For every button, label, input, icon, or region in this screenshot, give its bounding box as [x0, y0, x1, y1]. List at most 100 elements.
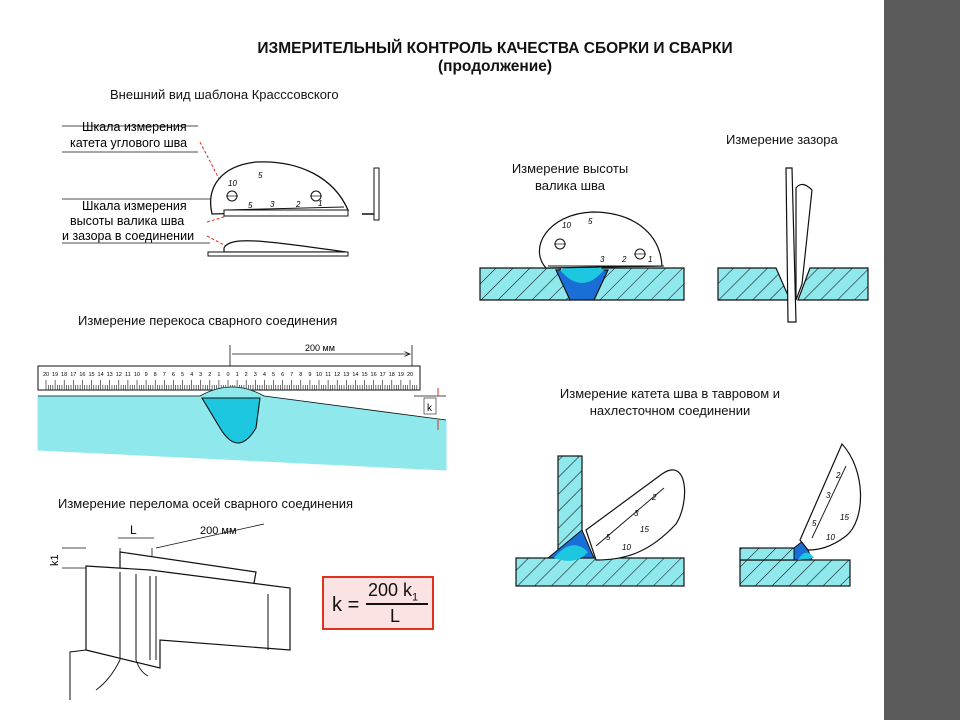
right-sidebar	[884, 0, 960, 720]
caption-bead-height-l1: Измерение высоты	[511, 161, 629, 176]
svg-text:1: 1	[648, 255, 652, 264]
ruler-tick-label: 10	[316, 372, 322, 378]
skew-weld	[201, 397, 261, 444]
leg-figure: 5 3 2 10 15 5 3 2 10 15	[515, 442, 862, 587]
page-title: ИЗМЕРИТЕЛЬНЫЙ КОНТРОЛЬ КАЧЕСТВА СБОРКИ И…	[150, 40, 840, 76]
ruler-tick-label: 7	[290, 372, 293, 378]
ruler-tick-label: 16	[371, 372, 377, 378]
svg-text:10: 10	[228, 179, 237, 188]
ruler-tick-label: 4	[263, 372, 266, 378]
ruler-tick-label: 16	[79, 372, 85, 378]
formula-box: k = 200 k1 L	[322, 576, 434, 630]
ruler-tick-label: 3	[254, 372, 257, 378]
ruler-tick-label: 1	[236, 372, 239, 378]
formula-numerator: 200 k1	[368, 580, 419, 604]
ruler-tick-label: 19	[398, 372, 404, 378]
caption-gap-measure: Измерение зазора	[726, 132, 838, 147]
ruler-tick-label: 15	[88, 372, 94, 378]
ruler-tick-label: 12	[334, 372, 340, 378]
svg-text:3: 3	[826, 491, 831, 500]
ruler-tick-label: 10	[134, 372, 140, 378]
svg-text:5: 5	[606, 533, 611, 542]
title-line-2: (продолжение)	[437, 58, 553, 75]
ruler-tick-label: 9	[145, 372, 148, 378]
svg-text:10: 10	[826, 533, 835, 542]
ruler-tick-label: 6	[281, 372, 284, 378]
gauge-on-bead	[538, 211, 663, 269]
ruler-tick-label: 11	[125, 372, 131, 378]
ruler-tick-label: 17	[70, 372, 76, 378]
svg-text:5: 5	[812, 519, 817, 528]
svg-text:2: 2	[651, 493, 657, 502]
bead-height-figure: 10 5 3 2 1	[479, 211, 685, 301]
caption-leg-l1: Измерение катета шва в тавровом и	[559, 386, 781, 401]
ruler-tick-label: 5	[181, 372, 184, 378]
ruler-tick-label: 14	[352, 372, 358, 378]
svg-text:3: 3	[634, 509, 639, 518]
template-view: Шкала измерения катета углового шва Шкал…	[62, 120, 380, 257]
svg-text:5: 5	[258, 171, 263, 180]
ruler-tick-label: 2	[208, 372, 211, 378]
ruler-tick-label: 18	[389, 372, 395, 378]
dim-200-skew: 200 мм	[305, 343, 335, 353]
ruler-tick-label: 1	[217, 372, 220, 378]
ruler-tick-label: 11	[325, 372, 331, 378]
caption-bead-height: Измерение высоты валика шва	[480, 160, 660, 194]
svg-text:1: 1	[318, 199, 322, 208]
ruler-tick-label: 2	[245, 372, 248, 378]
dim-200-break: 200 мм	[200, 525, 237, 537]
ruler-tick-label: 18	[61, 372, 67, 378]
formula-lhs: k =	[332, 594, 360, 616]
gap-figure	[717, 167, 869, 323]
ruler-tick-label: 4	[190, 372, 193, 378]
caption-bead-height-l2: валика шва	[534, 178, 606, 193]
steel-ruler	[37, 365, 421, 391]
svg-text:2: 2	[295, 200, 301, 209]
ruler-tick-label: 20	[43, 372, 49, 378]
label-k-skew: k	[427, 403, 433, 414]
svg-text:2: 2	[621, 255, 627, 264]
ruler-tick-label: 17	[380, 372, 386, 378]
caption-leg-l2: нахлесточном соединении	[589, 403, 751, 418]
ruler-tick-label: 13	[343, 372, 349, 378]
formula-fraction-bar	[366, 603, 428, 605]
svg-text:5: 5	[588, 217, 593, 226]
svg-text:3: 3	[600, 255, 605, 264]
svg-text:3: 3	[270, 200, 275, 209]
ruler-tick-label: 7	[163, 372, 166, 378]
svg-text:15: 15	[840, 513, 849, 522]
label-bead-scale-l3: и зазора в соединении	[62, 229, 194, 243]
ruler-tick-label: 5	[272, 372, 275, 378]
ruler-tick-label: 15	[361, 372, 367, 378]
ruler-tick-label: 6	[172, 372, 175, 378]
svg-text:2: 2	[835, 471, 841, 480]
ruler-tick-label: 8	[299, 372, 302, 378]
svg-text:10: 10	[562, 221, 571, 230]
caption-template-view: Внешний вид шаблона Красссовского	[110, 87, 339, 102]
svg-text:15: 15	[640, 525, 649, 534]
caption-leg: Измерение катета шва в тавровом и нахлес…	[530, 385, 810, 419]
label-L: L	[130, 523, 137, 537]
label-fillet-scale-l1: Шкала измерения	[82, 120, 187, 134]
ruler-tick-label: 12	[116, 372, 122, 378]
gauge-lap	[799, 442, 862, 551]
svg-text:10: 10	[622, 543, 631, 552]
gauge-tee	[585, 469, 686, 561]
label-bead-scale-l2: высоты валика шва	[70, 214, 184, 228]
ruler-tick-label: 8	[154, 372, 157, 378]
ruler-tick-label: 9	[308, 372, 311, 378]
ruler-tick-label: 0	[226, 372, 229, 378]
label-bead-scale-l1: Шкала измерения	[82, 199, 187, 213]
gap-probe	[785, 167, 797, 323]
ruler-tick-label: 14	[98, 372, 104, 378]
svg-text:5: 5	[248, 201, 253, 210]
ruler-tick-label: 20	[407, 372, 413, 378]
label-k1: k1	[49, 554, 61, 566]
formula-denominator: L	[390, 606, 401, 626]
label-fillet-scale-l2: катета углового шва	[70, 136, 187, 150]
break-figure: L 200 мм k1	[49, 523, 291, 700]
caption-skew: Измерение перекоса сварного соединения	[78, 313, 338, 328]
title-line-1: ИЗМЕРИТЕЛЬНЫЙ КОНТРОЛЬ КАЧЕСТВА СБОРКИ И…	[257, 40, 733, 57]
